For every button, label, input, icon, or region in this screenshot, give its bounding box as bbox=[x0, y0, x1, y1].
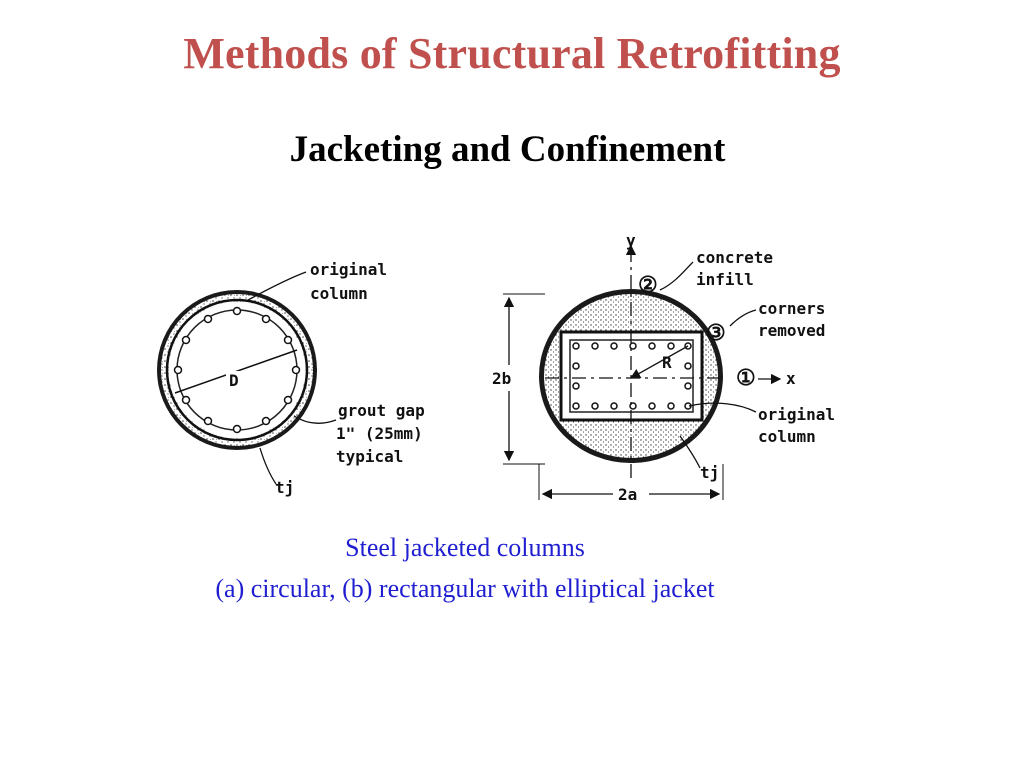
rectangular-rebars bbox=[572, 342, 692, 410]
slide-title: Methods of Structural Retrofitting bbox=[183, 29, 841, 78]
label-grout-2: 1" (25mm) bbox=[336, 424, 423, 443]
label-tj-b: tj bbox=[700, 463, 719, 482]
marker-2: ② bbox=[638, 273, 658, 298]
label-concrete-1: concrete bbox=[696, 248, 773, 267]
label-x: x bbox=[786, 369, 796, 388]
label-original-column-a-1: original bbox=[310, 260, 387, 279]
label-corners-1: corners bbox=[758, 299, 825, 318]
rectangular-column-diagram: y R 2b 2a ② concrete infill ③ corners re… bbox=[492, 231, 835, 504]
jacket-diagram: D original column grout gap 1" (25mm) ty… bbox=[157, 231, 835, 504]
label-d: D bbox=[229, 371, 239, 390]
label-original-column-b-1: original bbox=[758, 405, 835, 424]
marker-3: ③ bbox=[706, 321, 726, 346]
label-original-column-b-2: column bbox=[758, 427, 816, 446]
label-grout-3: typical bbox=[336, 447, 403, 466]
label-corners-2: removed bbox=[758, 321, 825, 340]
label-original-column-a-2: column bbox=[310, 284, 368, 303]
label-r: R bbox=[662, 353, 672, 372]
label-2a: 2a bbox=[618, 485, 637, 504]
circular-column-diagram: D original column grout gap 1" (25mm) ty… bbox=[157, 260, 425, 497]
caption-line-2: (a) circular, (b) rectangular with ellip… bbox=[215, 574, 715, 603]
label-concrete-2: infill bbox=[696, 270, 754, 289]
jacketed-columns-figure: D original column grout gap 1" (25mm) ty… bbox=[140, 228, 880, 508]
marker-1: ① bbox=[736, 366, 756, 391]
radius-line bbox=[629, 345, 689, 379]
original-column-outline bbox=[165, 298, 309, 442]
caption-line-1: Steel jacketed columns bbox=[345, 533, 585, 562]
leader-corners bbox=[729, 309, 757, 327]
label-y: y bbox=[626, 231, 636, 250]
label-grout-1: grout gap bbox=[338, 401, 425, 420]
leader-tj-b bbox=[679, 435, 701, 469]
leader-grout-gap bbox=[293, 415, 337, 424]
circular-rebars bbox=[173, 306, 301, 434]
slide-subtitle: Jacketing and Confinement bbox=[289, 129, 726, 170]
leader-original-column bbox=[247, 271, 307, 301]
label-tj-a: tj bbox=[275, 478, 294, 497]
leader-concrete bbox=[659, 261, 694, 291]
leader-original-column-b bbox=[688, 402, 757, 413]
leader-tj-a bbox=[259, 447, 277, 485]
label-2b: 2b bbox=[492, 369, 511, 388]
